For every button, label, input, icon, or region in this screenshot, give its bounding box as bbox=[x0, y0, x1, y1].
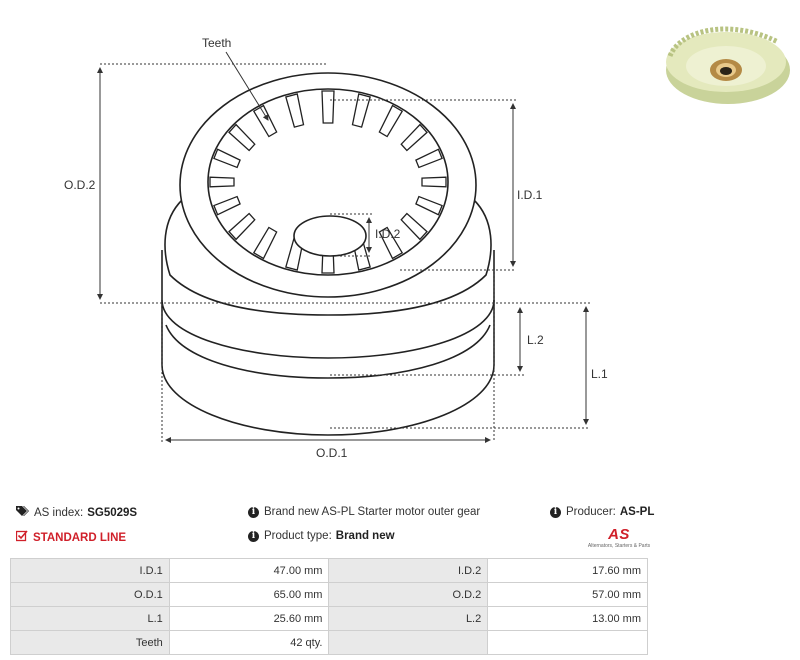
tag-icon bbox=[16, 506, 29, 520]
gear-tooth bbox=[378, 226, 404, 260]
spec-label: L.2 bbox=[328, 606, 489, 631]
center-hole bbox=[293, 215, 367, 257]
label-id1: I.D.1 bbox=[517, 188, 543, 202]
info-icon: i bbox=[550, 506, 561, 518]
product-photo bbox=[666, 26, 790, 104]
gear-tooth bbox=[378, 104, 404, 138]
dimension-labels: Teeth O.D.2 I.D.1 I.D.2 L.2 L.1 O.D.1 bbox=[64, 36, 608, 460]
spec-label: O.D.2 bbox=[328, 582, 489, 607]
spec-value: 57.00 mm bbox=[487, 582, 648, 607]
gear-tooth bbox=[351, 93, 371, 128]
gear-tooth bbox=[400, 212, 428, 241]
logo-tagline: Alternators, Starters & Parts bbox=[587, 543, 651, 549]
info-icon: i bbox=[248, 506, 259, 518]
producer-row: i Producer: AS-PL bbox=[550, 506, 654, 518]
table-row: L.1 25.60 mm L.2 13.00 mm bbox=[10, 606, 648, 631]
table-row: Teeth 42 qty. bbox=[10, 630, 648, 655]
spec-value: 47.00 mm bbox=[168, 558, 330, 583]
spec-value: 25.60 mm bbox=[168, 606, 330, 631]
product-description: Brand new AS-PL Starter motor outer gear bbox=[264, 506, 481, 518]
gear-tooth bbox=[209, 176, 235, 188]
spec-value bbox=[487, 630, 648, 655]
gear-tooth bbox=[213, 148, 241, 169]
as-index-label: AS index: bbox=[34, 507, 84, 519]
gear-tooth bbox=[285, 93, 305, 128]
label-l2: L.2 bbox=[527, 333, 544, 347]
producer-value: AS-PL bbox=[619, 506, 655, 518]
as-pl-logo: AS Alternators, Starters & Parts bbox=[584, 526, 654, 552]
gear-tooth bbox=[228, 123, 256, 152]
gear-tooth bbox=[321, 90, 335, 124]
label-l1: L.1 bbox=[591, 367, 608, 381]
label-od2: O.D.2 bbox=[64, 178, 96, 192]
technical-drawing: Teeth O.D.2 I.D.1 I.D.2 L.2 L.1 O.D.1 bbox=[64, 36, 608, 460]
label-teeth: Teeth bbox=[202, 36, 231, 50]
product-type-row: i Product type: Brand new bbox=[248, 530, 395, 542]
gear-tooth bbox=[415, 148, 443, 169]
spec-value: 42 qty. bbox=[168, 630, 330, 655]
as-index-value: SG5029S bbox=[87, 507, 138, 519]
logo-mark: AS bbox=[608, 526, 630, 543]
standard-line-label: STANDARD LINE bbox=[33, 531, 127, 544]
spec-label: I.D.2 bbox=[328, 558, 489, 583]
spec-value: 65.00 mm bbox=[168, 582, 330, 607]
spec-value: 13.00 mm bbox=[487, 606, 648, 631]
product-type-label: Product type: bbox=[264, 530, 332, 542]
description-row: i Brand new AS-PL Starter motor outer ge… bbox=[248, 506, 480, 518]
spec-label: L.1 bbox=[10, 606, 170, 631]
info-icon: i bbox=[248, 530, 259, 542]
spec-label: O.D.1 bbox=[10, 582, 170, 607]
spec-table: I.D.1 47.00 mm I.D.2 17.60 mm O.D.1 65.0… bbox=[10, 558, 648, 655]
as-index-row: AS index: SG5029S bbox=[16, 506, 137, 520]
spec-label: I.D.1 bbox=[10, 558, 170, 583]
checkbox-checked-icon bbox=[15, 530, 28, 545]
dimension-lines bbox=[97, 51, 590, 443]
spec-value: 17.60 mm bbox=[487, 558, 648, 583]
gear-tooth bbox=[421, 176, 447, 188]
gear-tooth bbox=[228, 212, 256, 241]
label-id2: I.D.2 bbox=[375, 227, 401, 241]
spec-label: Teeth bbox=[10, 630, 170, 655]
gear-tooth bbox=[415, 195, 443, 216]
gear-tooth bbox=[400, 123, 428, 152]
product-type-value: Brand new bbox=[335, 530, 395, 542]
table-row: O.D.1 65.00 mm O.D.2 57.00 mm bbox=[10, 582, 648, 607]
producer-label: Producer: bbox=[566, 506, 616, 518]
spec-label bbox=[328, 630, 489, 655]
standard-line-row: STANDARD LINE bbox=[15, 530, 127, 545]
table-row: I.D.1 47.00 mm I.D.2 17.60 mm bbox=[10, 558, 648, 583]
gear-tooth bbox=[252, 226, 278, 260]
gear-tooth bbox=[213, 195, 241, 216]
label-od1: O.D.1 bbox=[316, 446, 348, 460]
